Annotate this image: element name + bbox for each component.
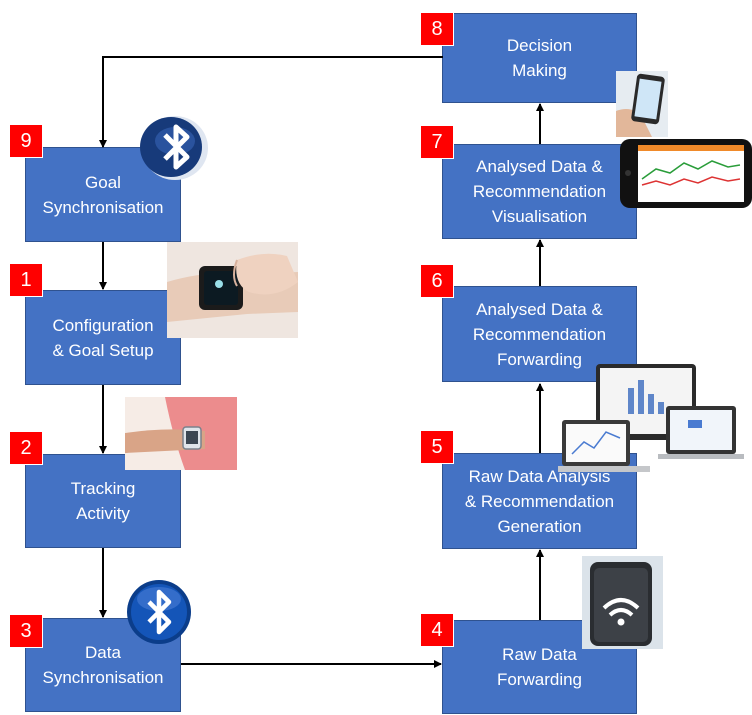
arrow-8-to-9: [99, 56, 443, 148]
laptops-image: [558, 364, 744, 472]
step-3-badge: 3: [9, 614, 43, 648]
step-7-label: Analysed Data & Recommendation Visualisa…: [472, 157, 607, 226]
smartphone-chart-image: [620, 139, 752, 208]
step-1-label: Configuration & Goal Setup: [52, 315, 154, 360]
step-3-label: Data Synchronisation: [42, 643, 164, 687]
step-9-label: Goal Synchronisation: [42, 172, 164, 217]
step-4-badge: 4: [420, 613, 454, 647]
step-6-label: Analysed Data & Recommendation Forwardin…: [472, 299, 607, 369]
step-1-box: Configuration & Goal Setup: [25, 290, 181, 385]
step-2-label: Tracking Activity: [70, 479, 136, 523]
wifi-device-image: [582, 556, 663, 649]
step-9-badge: 9: [9, 124, 43, 158]
step-1-badge: 1: [9, 263, 43, 297]
step-5-box: Raw Data Analysis & Recommendation Gener…: [442, 453, 637, 549]
step-8-label: Decision Making: [506, 36, 573, 80]
phone-in-hand-image: [616, 71, 668, 137]
smartwatch-image: [167, 242, 298, 338]
bluetooth-icon: [140, 116, 208, 180]
step-3-box: Data Synchronisation: [25, 618, 181, 712]
step-6-badge: 6: [420, 264, 454, 298]
bluetooth-icon: [127, 580, 191, 644]
step-2-badge: 2: [9, 431, 43, 465]
step-4-label: Raw Data Forwarding: [496, 645, 583, 689]
wristband-image: [125, 397, 237, 470]
step-7-badge: 7: [420, 125, 454, 159]
step-8-box: Decision Making: [442, 13, 637, 103]
step-7-box: Analysed Data & Recommendation Visualisa…: [442, 144, 637, 239]
step-8-badge: 8: [420, 12, 454, 46]
step-5-badge: 5: [420, 430, 454, 464]
